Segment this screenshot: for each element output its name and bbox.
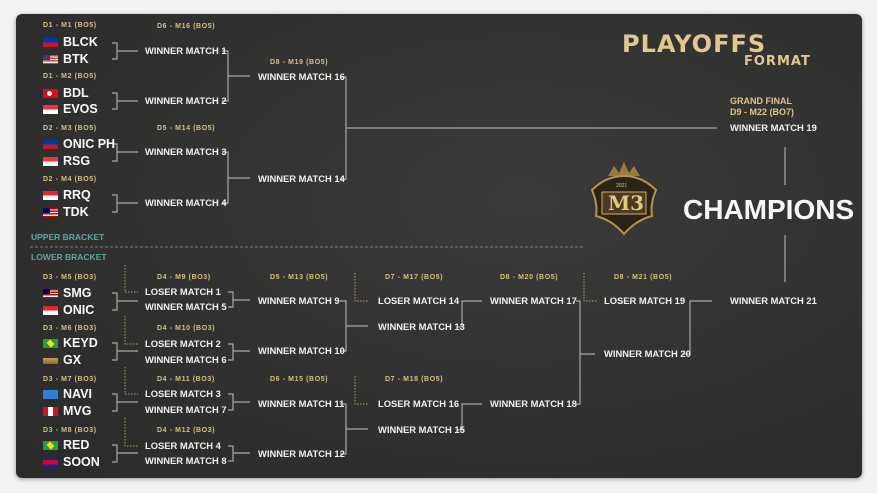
match-header: D4 - M11 (BO3)	[157, 376, 215, 383]
match-header: D3 - M8 (BO3)	[43, 427, 97, 434]
match-slot[interactable]: WINNER MATCH 2	[145, 95, 227, 106]
flag-ph-icon	[43, 38, 58, 47]
match-header: D1 - M2 (BO5)	[43, 73, 97, 80]
team-name[interactable]: EVOS	[63, 102, 98, 116]
lower-bracket-label: LOWER BRACKET	[31, 252, 107, 262]
match-slot[interactable]: WINNER MATCH 19	[730, 122, 817, 133]
match-header: D3 - M7 (BO3)	[43, 376, 97, 383]
match-slot[interactable]: WINNER MATCH 10	[258, 345, 345, 356]
flag-navi-icon	[43, 390, 58, 399]
match-slot[interactable]: WINNER MATCH 11	[258, 398, 345, 409]
logo-year: 2021	[616, 183, 628, 189]
flag-gx-icon	[43, 358, 58, 364]
team-name[interactable]: SOON	[63, 455, 100, 469]
match-slot[interactable]: WINNER MATCH 14	[258, 173, 345, 184]
team-name[interactable]: BDL	[63, 86, 89, 100]
match-slot[interactable]: WINNER MATCH 20	[604, 348, 691, 359]
flag-br-icon	[43, 339, 58, 348]
match-header: D4 - M10 (BO3)	[157, 325, 216, 332]
match-slot[interactable]: LOSER MATCH 3	[145, 388, 221, 399]
flag-id-icon	[43, 191, 58, 200]
match-slot[interactable]: WINNER MATCH 18	[490, 398, 577, 409]
match-slot[interactable]: WINNER MATCH 16	[258, 71, 345, 82]
team-name[interactable]: BTK	[63, 52, 89, 66]
match-header: D1 - M1 (BO5)	[43, 22, 97, 29]
match-slot[interactable]: WINNER MATCH 7	[145, 404, 227, 415]
match-slot[interactable]: WINNER MATCH 21	[730, 295, 817, 306]
team-name[interactable]: RSG	[63, 154, 91, 168]
team-name[interactable]: ONIC PH	[63, 137, 116, 151]
flag-ph-icon	[43, 140, 58, 149]
match-slot[interactable]: WINNER MATCH 3	[145, 146, 227, 157]
champions-label: CHAMPIONS	[683, 194, 855, 225]
flag-sg-icon	[43, 105, 58, 114]
match-header: D3 - M6 (BO3)	[43, 325, 97, 332]
match-header: D8 - M19 (BO5)	[270, 59, 329, 66]
grand-final-title: GRAND FINAL	[730, 96, 792, 106]
team-name[interactable]: MVG	[63, 404, 92, 418]
flag-us-icon	[43, 55, 58, 64]
match-header: D8 - M20 (BO5)	[500, 274, 559, 281]
team-name[interactable]: BLCK	[63, 35, 98, 49]
match-header: D5 - M13 (BO5)	[270, 274, 329, 281]
team-name[interactable]: RED	[63, 438, 90, 452]
flag-tr-icon	[43, 89, 58, 98]
match-slot[interactable]: LOSER MATCH 19	[604, 295, 686, 306]
flag-br-icon	[43, 441, 58, 450]
match-slot[interactable]: WINNER MATCH 13	[378, 321, 465, 332]
match-header: D8 - M21 (BO5)	[614, 274, 673, 281]
match-header: D4 - M9 (BO3)	[157, 274, 211, 281]
page-title: PLAYOFFS	[622, 30, 767, 58]
match-header: D7 - M18 (BO5)	[385, 376, 444, 383]
match-header: D6 - M15 (BO5)	[270, 376, 329, 383]
flag-kh-icon	[43, 458, 58, 467]
match-header: D2 - M4 (BO5)	[43, 176, 97, 183]
team-name[interactable]: NAVI	[63, 387, 92, 401]
match-slot[interactable]: WINNER MATCH 8	[145, 455, 227, 466]
match-header: D3 - M5 (BO3)	[43, 274, 97, 281]
match-slot[interactable]: WINNER MATCH 12	[258, 448, 345, 459]
team-name[interactable]: ONIC	[63, 303, 95, 317]
team-name[interactable]: GX	[63, 353, 82, 367]
match-slot[interactable]: WINNER MATCH 9	[258, 295, 340, 306]
match-header: D5 - M14 (BO5)	[157, 125, 216, 132]
team-name[interactable]: KEYD	[63, 336, 98, 350]
match-slot[interactable]: LOSER MATCH 2	[145, 338, 221, 349]
match-header: D7 - M17 (BO5)	[385, 274, 444, 281]
match-slot[interactable]: WINNER MATCH 5	[145, 301, 227, 312]
match-header: D6 - M16 (BO5)	[157, 23, 216, 30]
match-slot[interactable]: WINNER MATCH 4	[145, 197, 227, 208]
page-subtitle: FORMAT	[744, 54, 811, 69]
match-slot[interactable]: WINNER MATCH 1	[145, 45, 227, 56]
upper-bracket-label: UPPER BRACKET	[31, 232, 105, 242]
flag-id-icon	[43, 306, 58, 315]
team-name[interactable]: SMG	[63, 286, 92, 300]
bracket-panel	[16, 14, 862, 478]
match-slot[interactable]: WINNER MATCH 15	[378, 424, 465, 435]
team-name[interactable]: TDK	[63, 205, 89, 219]
match-slot[interactable]: WINNER MATCH 17	[490, 295, 577, 306]
logo-text: M3	[608, 191, 645, 215]
match-slot[interactable]: WINNER MATCH 6	[145, 354, 227, 365]
flag-my-icon	[43, 289, 58, 298]
match-slot[interactable]: LOSER MATCH 14	[378, 295, 460, 306]
match-header: D2 - M3 (BO5)	[43, 125, 97, 132]
match-slot[interactable]: LOSER MATCH 1	[145, 286, 221, 297]
match-header: D4 - M12 (BO3)	[157, 427, 216, 434]
grand-final-header: D9 - M22 (BO7)	[730, 107, 795, 117]
m3-logo: 2021 M3	[586, 160, 662, 240]
match-slot[interactable]: LOSER MATCH 4	[145, 440, 221, 451]
flag-pe-icon	[43, 407, 58, 416]
flag-sg-icon	[43, 157, 58, 166]
team-name[interactable]: RRQ	[63, 188, 91, 202]
flag-my-icon	[43, 208, 58, 217]
match-slot[interactable]: LOSER MATCH 16	[378, 398, 460, 409]
